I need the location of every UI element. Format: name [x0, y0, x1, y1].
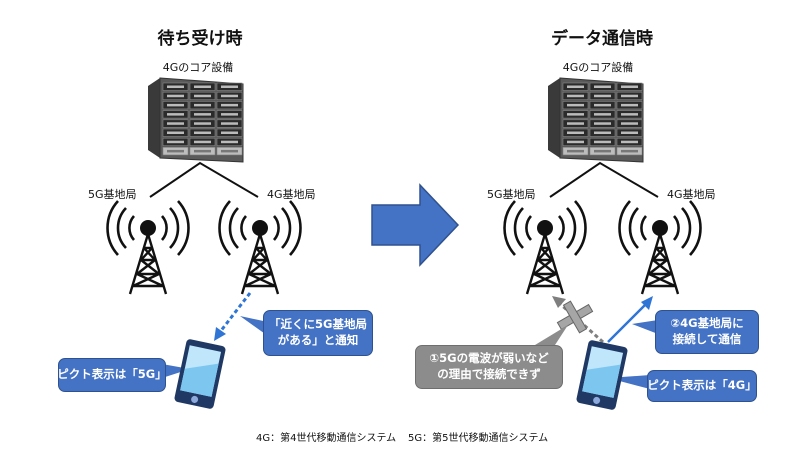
cross-mark-icon: [556, 300, 594, 334]
server-drawer-handle: [567, 131, 584, 134]
server-drawer-handle: [594, 122, 611, 125]
footer-note-4g: 4G：第4世代移動通信システム: [256, 433, 397, 444]
server-drawer-handle: [621, 85, 638, 88]
transition-arrow-icon: [371, 183, 460, 267]
server-drawer-handle: [621, 131, 638, 134]
phone-right-icon: [575, 339, 629, 411]
server-drawer-handle: [594, 131, 611, 134]
server-drawer-handle: [594, 85, 611, 88]
notify-bubble: 「近くに5G基地局 がある」と通知: [263, 310, 373, 356]
right-4g-label: 4G基地局: [667, 188, 716, 201]
left-core-label: 4Gのコア設備: [162, 61, 234, 74]
right-core-label: 4Gのコア設備: [562, 61, 634, 74]
server-drawer-handle: [167, 140, 184, 144]
server-drawer-handle: [167, 103, 184, 107]
server-drawer-handle: [594, 140, 611, 144]
server-drawer-handle: [621, 113, 638, 116]
server-drawer-handle: [621, 122, 638, 125]
server-drawer-handle: [221, 131, 238, 134]
server-drawer-handle: [194, 122, 211, 125]
server-drawer-handle: [594, 103, 611, 107]
core-link-left: [149, 161, 259, 198]
server-drawer-handle: [567, 149, 584, 153]
server-drawer-handle: [167, 131, 184, 134]
core-link-right: [549, 161, 659, 198]
server-drawer-handle: [194, 85, 211, 88]
server-drawer-handle: [194, 113, 211, 116]
server-drawer-handle: [167, 85, 184, 88]
connect-4g-arrow: [607, 302, 648, 343]
server-drawer-handle: [194, 94, 211, 98]
connect-bubble: ②4G基地局に 接続して通信: [655, 310, 759, 354]
server-drawer-handle: [221, 85, 238, 88]
server-drawer-handle: [621, 140, 638, 144]
tower-4g-left-icon: [218, 199, 302, 296]
server-drawer-handle: [567, 140, 584, 144]
right-5g-label: 5G基地局: [487, 188, 536, 201]
pict-4g-bubble: ピクト表示は「4G」: [647, 370, 757, 402]
server-drawer-handle: [194, 103, 211, 107]
server-drawer-handle: [567, 85, 584, 88]
core-server-left: [147, 77, 244, 163]
fail-bubble: ①5Gの電波が弱いなど の理由で接続できず: [415, 345, 563, 389]
left-4g-label: 4G基地局: [267, 188, 316, 201]
server-drawer-handle: [221, 140, 238, 144]
server-drawer-handle: [567, 94, 584, 98]
server-drawer-handle: [221, 149, 238, 153]
server-drawer-handle: [621, 94, 638, 98]
server-drawer-handle: [194, 140, 211, 144]
tower-4g-right-icon: [618, 199, 702, 296]
server-drawer-handle: [194, 131, 211, 134]
left-5g-label: 5G基地局: [88, 188, 137, 201]
right-title: データ通信時: [551, 29, 653, 49]
server-drawer-handle: [621, 103, 638, 107]
server-drawer-handle: [567, 122, 584, 125]
phone-left-icon: [173, 338, 227, 410]
server-drawer-handle: [221, 94, 238, 98]
server-drawer-handle: [167, 149, 184, 153]
pict-5g-bubble: ピクト表示は「5G」: [57, 358, 167, 392]
server-drawer-handle: [167, 94, 184, 98]
server-drawer-handle: [221, 122, 238, 125]
server-drawer-handle: [194, 149, 211, 153]
footer-note-5g: 5G：第5世代移動通信システム: [408, 433, 549, 444]
server-drawer-handle: [621, 149, 638, 153]
server-drawer-handle: [221, 103, 238, 107]
server-drawer-handle: [167, 122, 184, 125]
notify-arrow: [218, 292, 252, 333]
tower-5g-left-icon: [106, 199, 190, 296]
server-drawer-handle: [167, 113, 184, 116]
server-drawer-handle: [567, 103, 584, 107]
server-drawer-handle: [594, 149, 611, 153]
core-server-right: [547, 77, 644, 163]
server-drawer-handle: [221, 113, 238, 116]
server-drawer-handle: [594, 94, 611, 98]
server-drawer-handle: [567, 113, 584, 116]
tower-5g-right-icon: [503, 199, 587, 296]
left-title: 待ち受け時: [157, 29, 243, 49]
server-drawer-handle: [594, 113, 611, 116]
